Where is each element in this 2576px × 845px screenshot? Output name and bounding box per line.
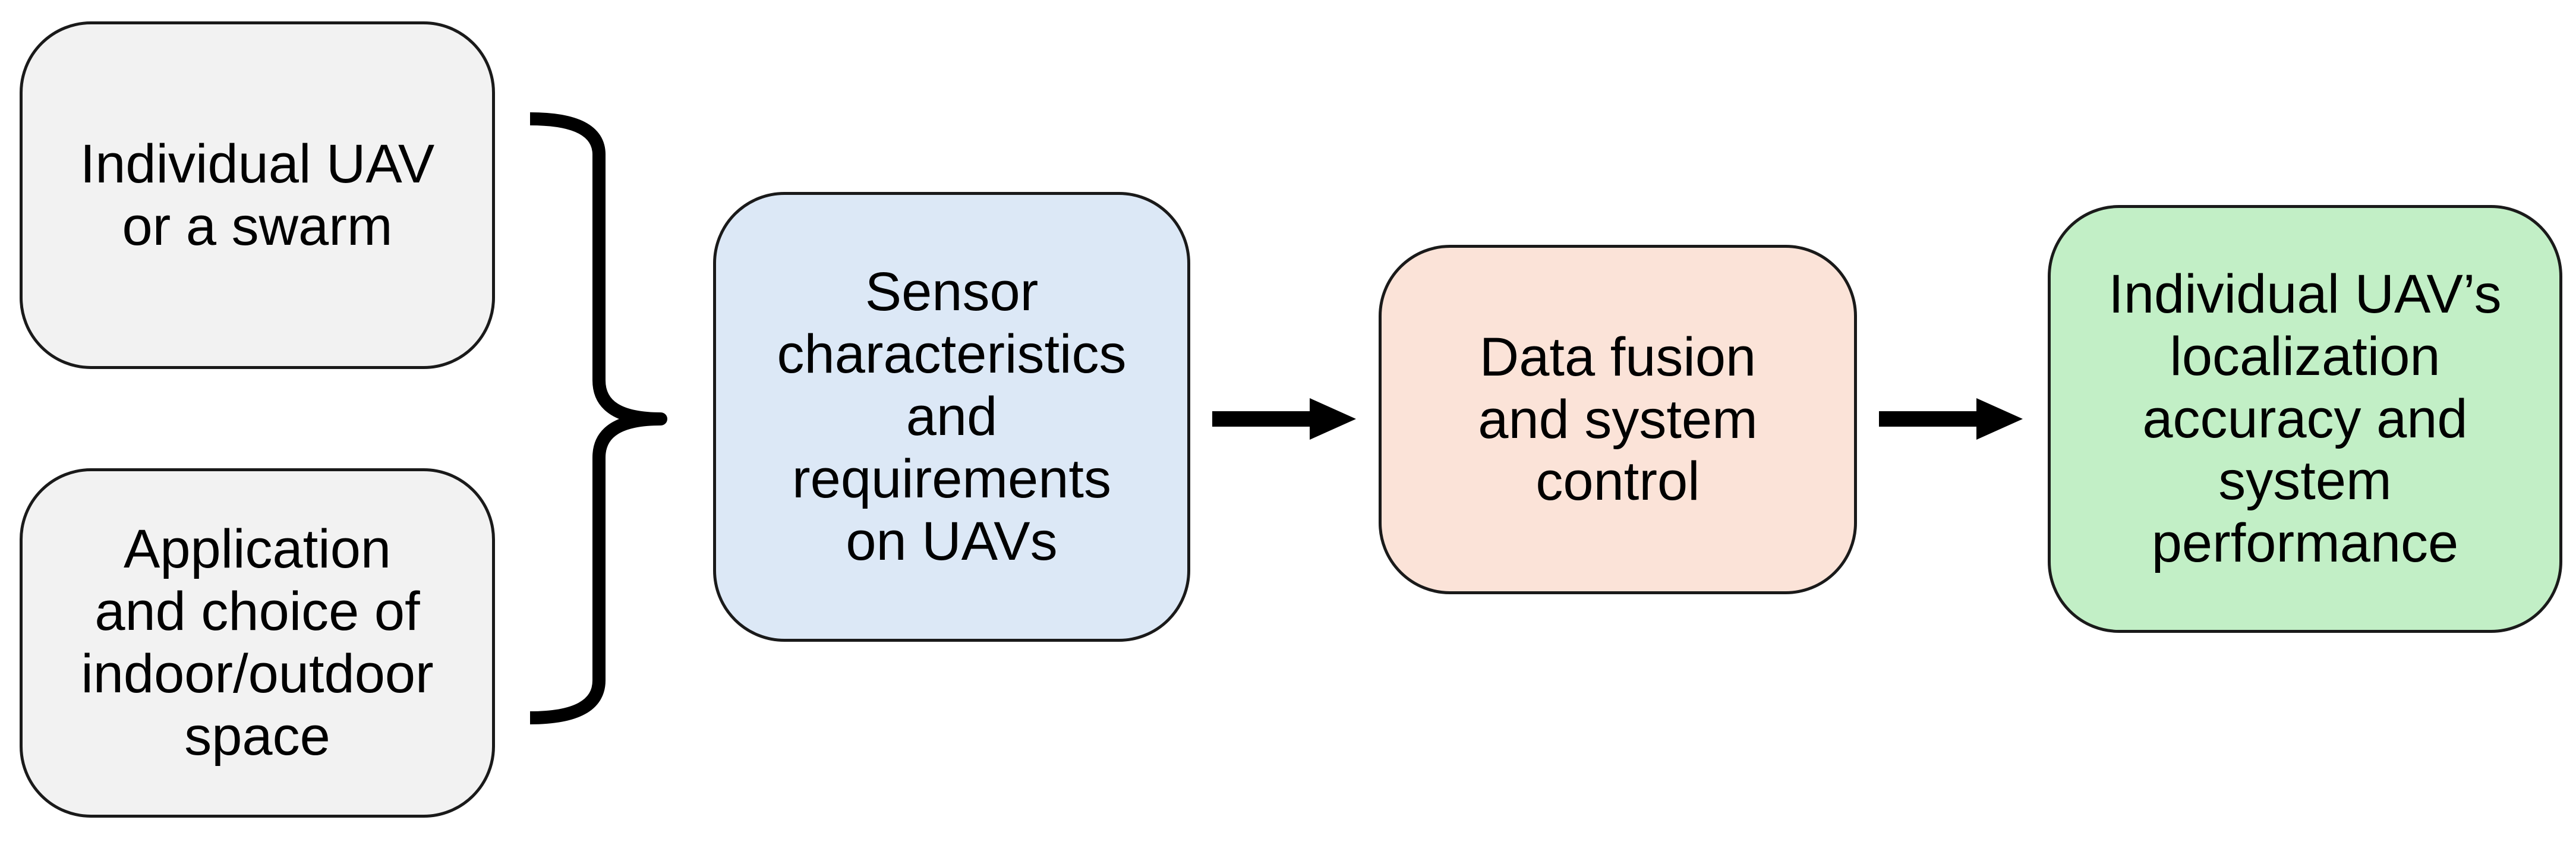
right-arrow-icon <box>1879 398 2023 440</box>
data-fusion-label: Data fusion and system control <box>1478 326 1758 512</box>
sensor-requirements-label: Sensor characteristics and requirements … <box>777 261 1127 572</box>
input-box-application-space-label: Application and choice of indoor/outdoor… <box>81 519 434 767</box>
localization-performance-box: Individual UAV’s localization accuracy a… <box>2048 205 2562 633</box>
input-box-application-space: Application and choice of indoor/outdoor… <box>20 468 495 818</box>
input-box-individual-uav-label: Individual UAV or a swarm <box>80 133 435 257</box>
sensor-requirements-box: Sensor characteristics and requirements … <box>713 192 1190 642</box>
curly-brace-icon <box>529 112 667 724</box>
right-arrow-icon <box>1212 398 1356 440</box>
data-fusion-box: Data fusion and system control <box>1379 245 1857 594</box>
localization-performance-label: Individual UAV’s localization accuracy a… <box>2108 263 2502 574</box>
input-box-individual-uav: Individual UAV or a swarm <box>20 21 495 369</box>
